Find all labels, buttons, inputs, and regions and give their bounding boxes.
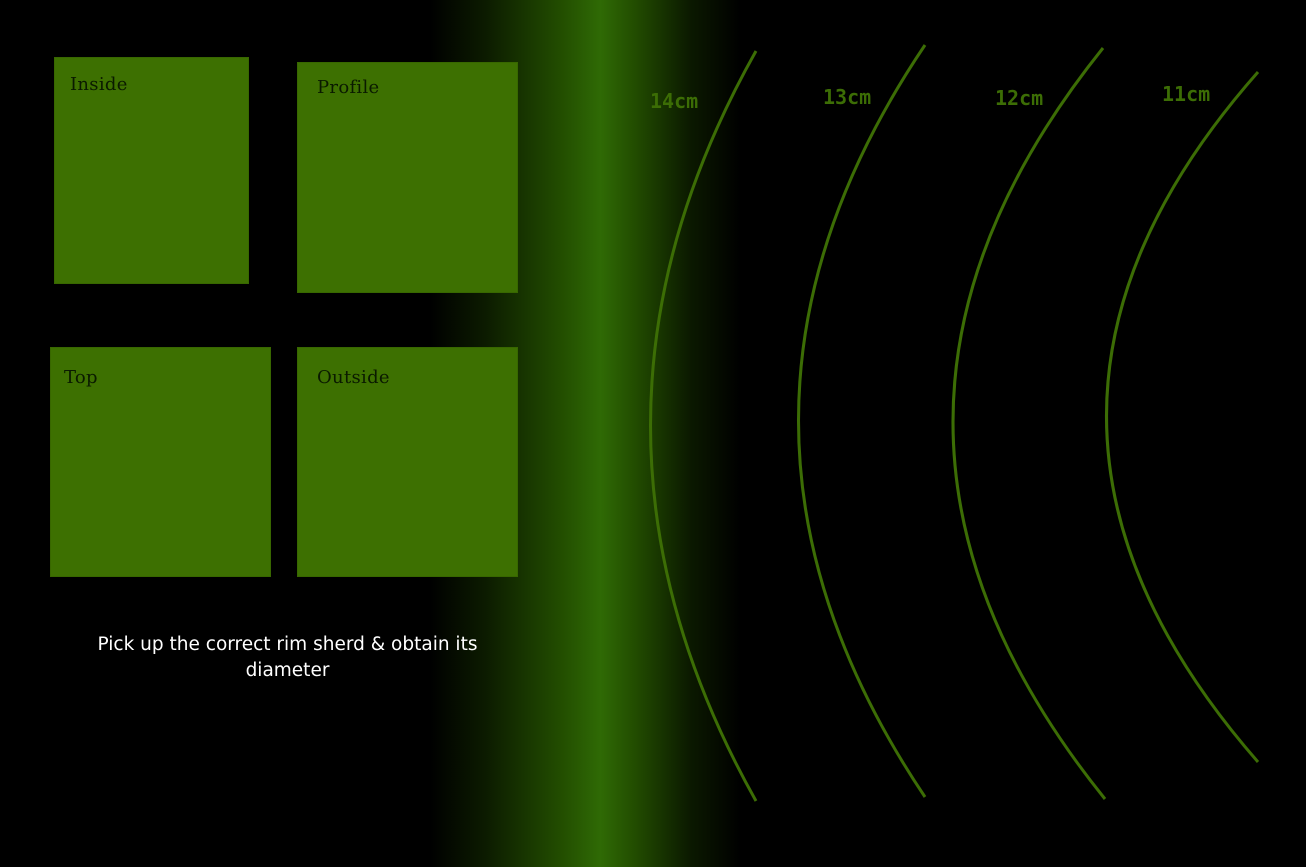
profile-view-panel[interactable]: Profile (297, 62, 518, 293)
rim-label-13cm: 13cm (823, 85, 872, 109)
rim-arc-14cm[interactable] (649, 50, 758, 802)
outside-view-label: Outside (317, 367, 390, 388)
inside-view-label: Inside (70, 74, 128, 95)
rim-label-14cm: 14cm (650, 89, 699, 113)
top-view-panel[interactable]: Top (50, 347, 271, 577)
outside-view-panel[interactable]: Outside (297, 347, 518, 577)
rim-arc-11cm[interactable] (1105, 71, 1260, 763)
rim-arc-13cm[interactable] (797, 44, 927, 798)
instruction-text: Pick up the correct rim sherd & obtain i… (97, 634, 478, 681)
top-view-label: Top (64, 367, 98, 388)
inside-view-panel[interactable]: Inside (54, 57, 249, 284)
rim-label-11cm: 11cm (1162, 82, 1211, 106)
rim-label-12cm: 12cm (995, 86, 1044, 110)
rim-arc-12cm[interactable] (951, 47, 1107, 800)
profile-view-label: Profile (317, 77, 380, 98)
